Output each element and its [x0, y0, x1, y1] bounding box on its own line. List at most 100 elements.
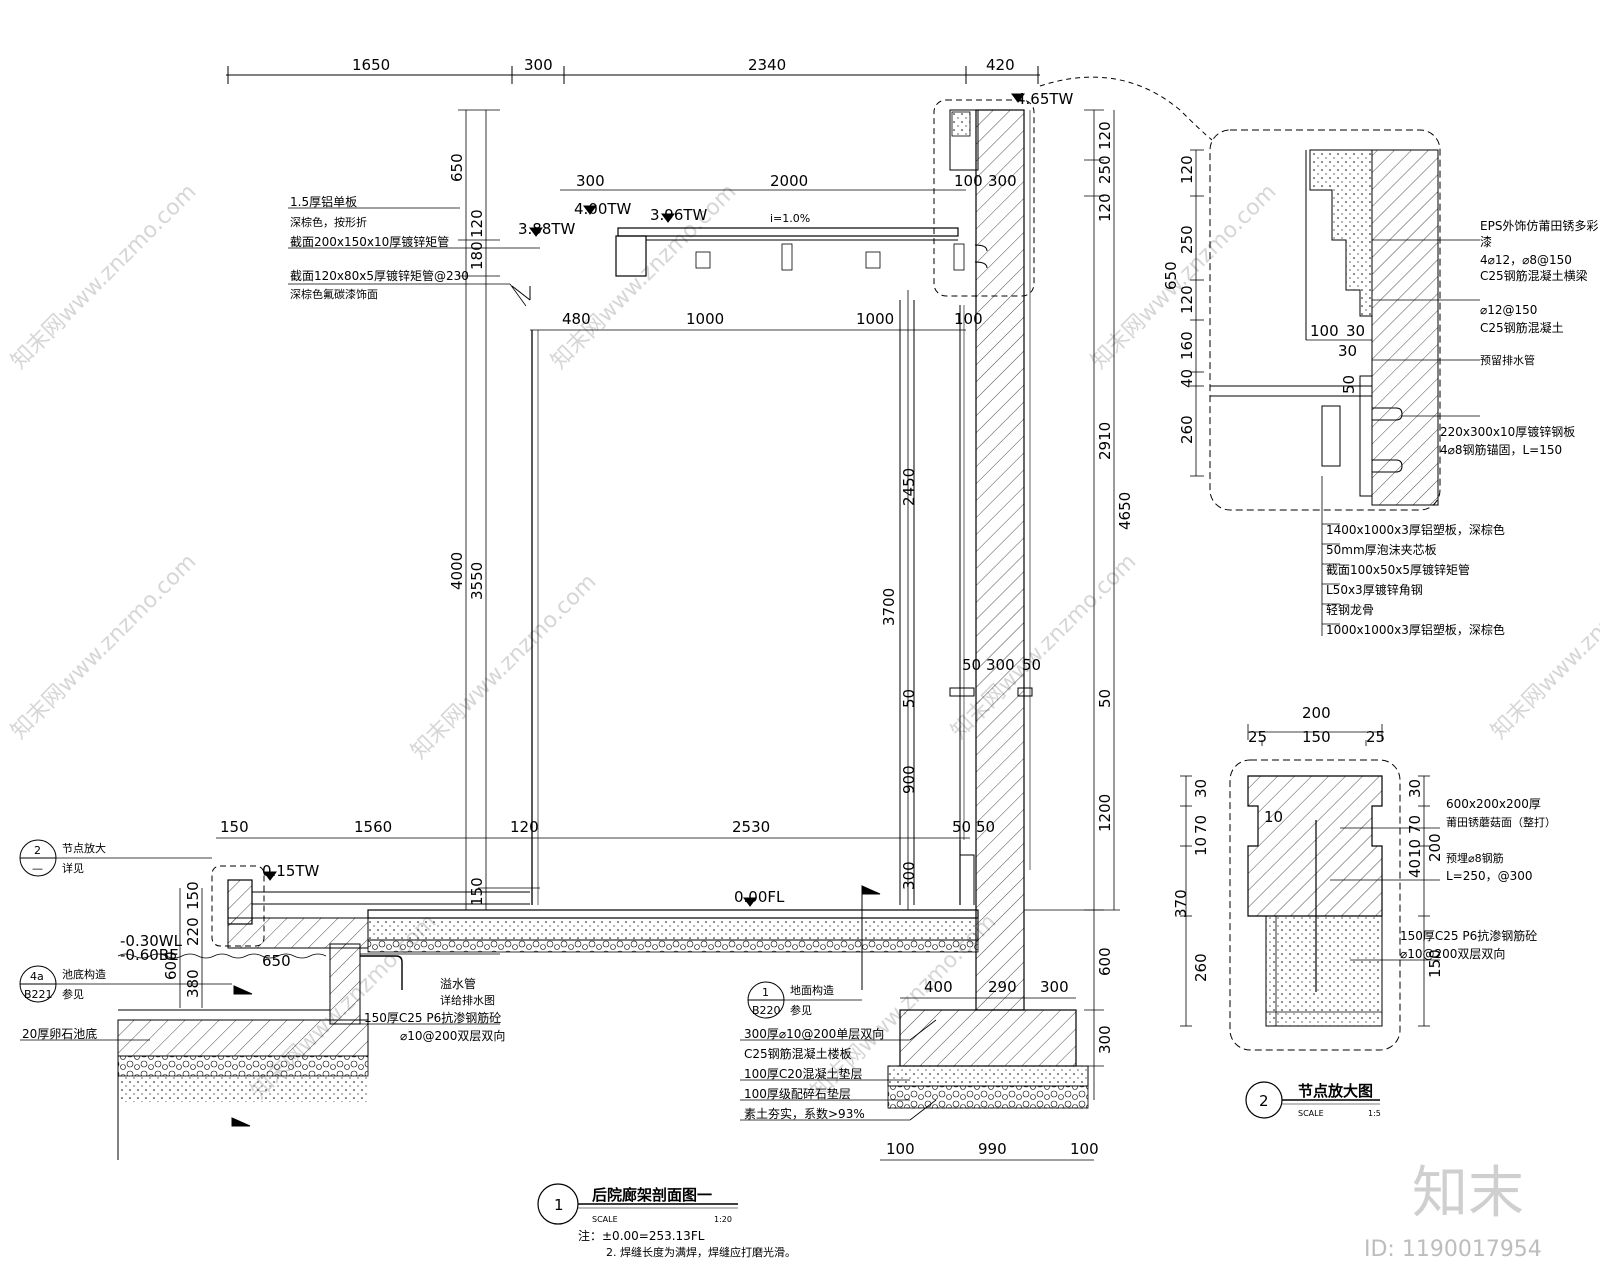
- d2-dim-r30: 30: [1406, 779, 1424, 798]
- pond-gravel: [117, 1055, 369, 1077]
- dim-bot-1560: 1560: [354, 818, 392, 836]
- callout-pond-t2: 参见: [62, 987, 84, 1001]
- d1-dim-30b: 30: [1338, 342, 1357, 360]
- d2-dim-l260: 260: [1192, 953, 1210, 982]
- d2-dim-l370: 370: [1172, 889, 1190, 918]
- label-floor-4: 素土夯实，系数>93%: [744, 1106, 865, 1121]
- label-roof-3b: 深棕色氟碳漆饰面: [290, 287, 378, 301]
- d2-dim-r40: 40: [1406, 859, 1424, 878]
- dim-bot-2530: 2530: [732, 818, 770, 836]
- dim-left-150: 150: [468, 877, 486, 906]
- dim-grid-480: 480: [562, 310, 591, 328]
- main-wall: [975, 109, 1025, 1011]
- d1-dim-50: 50: [1340, 375, 1358, 394]
- watermark-5: 知末网www.znzmo.com: [407, 569, 602, 764]
- dim-foot-400: 400: [924, 978, 953, 996]
- d1-spec-2: 50mm厚泡沫夹芯板: [1326, 543, 1437, 557]
- label-pond-wall: 150厚C25 P6抗渗钢筋砼: [364, 1010, 501, 1025]
- detail-2-wall: [1265, 915, 1383, 1027]
- title-1-note-2: 2. 焊缝长度为满焊，焊缝应打磨光滑。: [606, 1245, 796, 1259]
- d1-dim-160: 160: [1178, 331, 1196, 360]
- wall-bracket: [949, 687, 975, 697]
- callout-pond-num: 4a: [30, 970, 44, 983]
- dim-left-120: 120: [468, 209, 486, 238]
- callout-detail-dash: —: [32, 862, 43, 875]
- dim-right-250: 250: [1096, 155, 1114, 184]
- d1-spec-6: 1000x1000x3厚铝塑板，深棕色: [1326, 622, 1505, 637]
- label-roof-3: 截面120x80x5厚镀锌矩管@230: [290, 268, 469, 283]
- title-1-note-1: 注：±0.00=253.13FL: [578, 1228, 705, 1243]
- dim-top-2340: 2340: [748, 56, 786, 74]
- water-line: [117, 953, 327, 959]
- dim-mid-2450: 2450: [900, 468, 918, 506]
- d1-spec-1: 1400x1000x3厚铝塑板，深棕色: [1326, 522, 1505, 537]
- dim-wall-50b: 50: [1022, 656, 1041, 674]
- title-2-num: 2: [1259, 1092, 1269, 1110]
- label-roof-1: 1.5厚铝单板: [290, 194, 357, 209]
- dim-grid-1000b: 1000: [856, 310, 894, 328]
- dim-cap-300: 300: [988, 172, 1017, 190]
- d2-label-1: 600x200x200厚: [1446, 797, 1541, 811]
- detail-1-frame: [1209, 129, 1441, 511]
- d2-dim-150: 150: [1302, 728, 1331, 746]
- callout-detail-num: 2: [34, 844, 41, 857]
- dim-grid-100: 100: [954, 310, 983, 328]
- elev-water: -0.30WL: [120, 932, 183, 950]
- dim-foot-990: 990: [978, 1140, 1007, 1158]
- dim-pond-600: 600: [162, 951, 180, 980]
- brand-watermark: 知末: [1412, 1161, 1524, 1226]
- d1-spec-4: L50x3厚镀锌角钢: [1326, 583, 1423, 597]
- dim-roof-2000: 2000: [770, 172, 808, 190]
- floor-slab: [367, 909, 979, 919]
- label-pebble: 20厚卵石池底: [22, 1026, 97, 1041]
- d2-dim-l30: 30: [1192, 779, 1210, 798]
- elev-roof-top: 3.96TW: [650, 206, 708, 224]
- footing-gravel: [887, 1085, 1089, 1109]
- callout-detail-t2: 详见: [62, 861, 84, 875]
- roof-joist-3: [865, 251, 881, 269]
- callout-ground-num: 1: [762, 986, 769, 999]
- dim-roof-300: 300: [576, 172, 605, 190]
- pond-wall-slab: [227, 917, 369, 949]
- d1-label-2: 4⌀12，⌀8@150: [1480, 253, 1572, 267]
- pond-base: [117, 1019, 369, 1057]
- title-1-text: 后院廊架剖面图一: [592, 1186, 712, 1204]
- pond-edge-cap: [227, 879, 253, 925]
- dim-left-3550: 3550: [468, 562, 486, 600]
- d2-label-1b: 莆田锈蘑菇面（整打）: [1446, 815, 1556, 829]
- d1-label-2b: C25钢筋混凝土横梁: [1480, 268, 1588, 283]
- callout-detail-t1: 节点放大: [62, 841, 106, 855]
- d2-label-3b: ⌀10@200双层双向: [1400, 946, 1505, 961]
- watermark-1: 知末网www.znzmo.com: [7, 179, 202, 374]
- footing-concrete: [887, 1065, 1089, 1087]
- roof-edge-box: [615, 235, 647, 277]
- floor-gravel-layer: [367, 939, 979, 953]
- label-floor-3: 100厚级配碎石垫层: [744, 1086, 851, 1101]
- label-floor-2: 100厚C20混凝土垫层: [744, 1066, 863, 1081]
- dim-cap-100: 100: [954, 172, 983, 190]
- d1-dim-120a: 120: [1178, 155, 1196, 184]
- d1-dim-100: 100: [1310, 322, 1339, 340]
- label-pond-wall-b: ⌀10@200双层双向: [400, 1028, 505, 1043]
- label-overflow: 溢水管: [440, 976, 476, 991]
- title-block-1: 1 后院廊架剖面图一 SCALE 1:20 注：±0.00=253.13FL 2…: [537, 1183, 796, 1259]
- d1-dim-250: 250: [1178, 225, 1196, 254]
- title-1-scale-label: SCALE: [592, 1215, 618, 1224]
- d1-dim-120b: 120: [1178, 285, 1196, 314]
- detail-link-arc: [1039, 76, 1213, 141]
- detail-1-post: [1321, 405, 1341, 467]
- overflow-pipe: [360, 955, 403, 990]
- d1-spec-3: 截面100x50x5厚镀锌矩管: [1326, 562, 1470, 577]
- title-1-scale: 1:20: [714, 1215, 732, 1224]
- d2-dim-25a: 25: [1248, 728, 1267, 746]
- image-id: ID: 1190017954: [1364, 1237, 1542, 1262]
- dim-left-650: 650: [448, 153, 466, 182]
- dim-wall-50a: 50: [962, 656, 981, 674]
- wall-cap: [949, 109, 979, 171]
- d1-dim-260: 260: [1178, 415, 1196, 444]
- elev-roof-edge: 4.00TW: [574, 200, 632, 218]
- d1-label-3b: C25钢筋混凝土: [1480, 320, 1564, 335]
- dim-bot-120: 120: [510, 818, 539, 836]
- dim-mid-3700: 3700: [880, 588, 898, 626]
- detail-1-marker: [933, 99, 1035, 297]
